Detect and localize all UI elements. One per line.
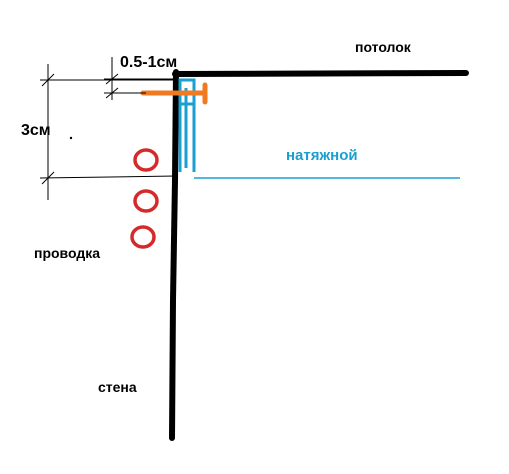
ceiling-line xyxy=(172,70,469,77)
wall-label: стена xyxy=(98,379,137,395)
wall-line xyxy=(169,69,179,441)
screw-icon xyxy=(140,82,208,105)
wire-circle-2 xyxy=(133,189,159,213)
wiring-label: проводка xyxy=(34,245,101,261)
baguette-profile-icon xyxy=(178,78,196,172)
ceiling-label: потолок xyxy=(355,39,411,55)
distance-dimension-label: 3см xyxy=(21,122,51,139)
gap-dimension-label: 0.5-1см xyxy=(120,54,178,71)
wire-cross-section-icon xyxy=(130,148,159,249)
stretch-ceiling-label: натяжной xyxy=(286,147,358,164)
dimension-lines xyxy=(39,57,177,200)
wire-circle-1 xyxy=(133,148,159,172)
stray-dot xyxy=(69,136,73,140)
wire-circle-3 xyxy=(130,225,156,249)
